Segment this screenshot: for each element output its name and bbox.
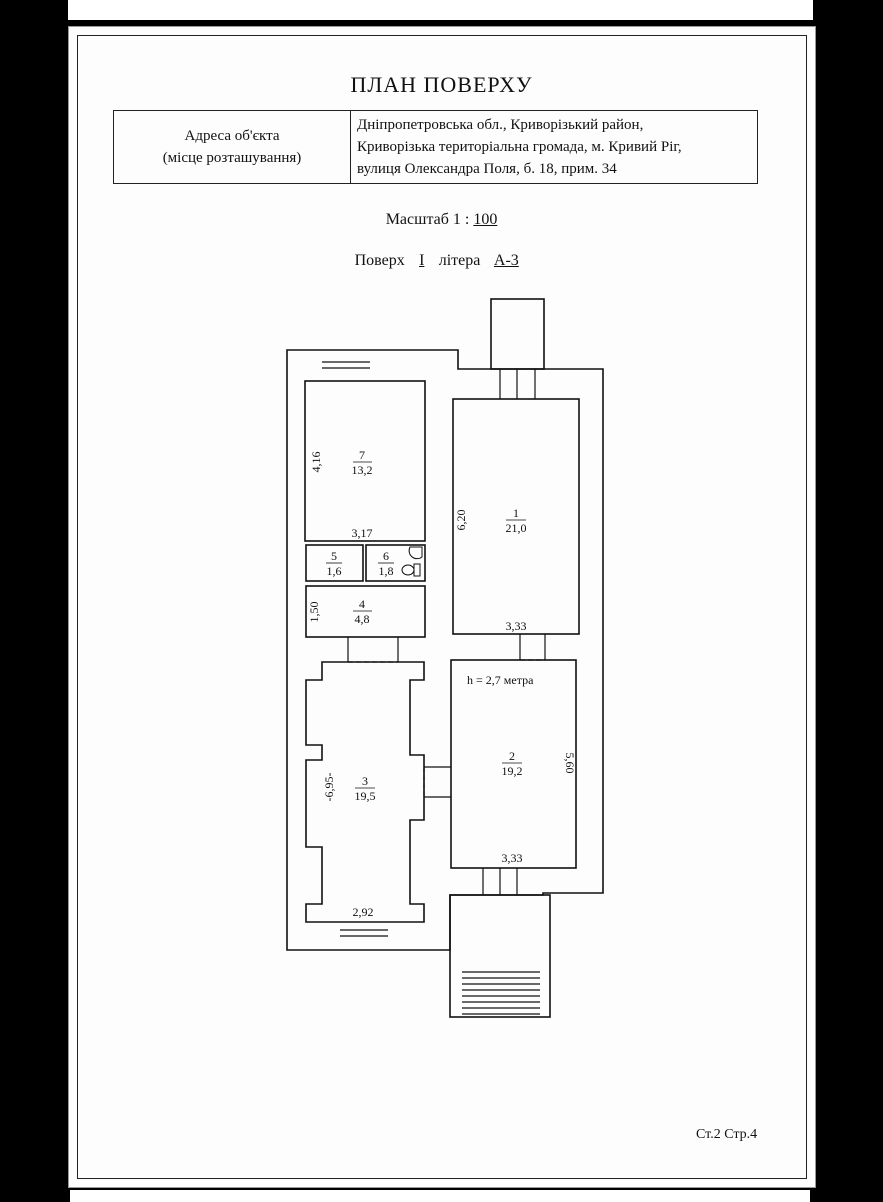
room-3-number: 3 bbox=[362, 774, 368, 788]
room-1-height-dim: 6,20 bbox=[454, 510, 468, 531]
address-label-cell: Адреса об'єкта (місце розташування) bbox=[114, 111, 351, 183]
document-sheet bbox=[68, 26, 816, 1188]
plan-title: ПЛАН ПОВЕРХУ bbox=[350, 72, 533, 97]
room-3-outline bbox=[305, 661, 425, 923]
room-1-outline bbox=[452, 398, 580, 635]
room-3-area: 19,5 bbox=[355, 789, 376, 803]
room-2-outline bbox=[450, 659, 577, 869]
room-4-height-dim: 1,50 bbox=[307, 602, 321, 623]
room-1-area: 21,0 bbox=[506, 521, 527, 535]
address-line-2: Криворізька територіальна громада, м. Кр… bbox=[357, 139, 682, 155]
scale-value: 100 bbox=[473, 211, 498, 228]
floor-line: Поверх I літера А-3 bbox=[0, 252, 883, 270]
room-7-area: 13,2 bbox=[352, 463, 373, 477]
room-6-number: 6 bbox=[383, 549, 389, 563]
room-2-height-dim: 5,60 bbox=[563, 753, 577, 774]
next-page-edge bbox=[70, 1190, 810, 1202]
address-line-3: вулиця Олександра Поля, б. 18, прим. 34 bbox=[357, 161, 617, 177]
room-4-outline bbox=[305, 585, 426, 638]
liter-value: А-3 bbox=[493, 252, 519, 269]
room-2-area: 19,2 bbox=[502, 764, 523, 778]
scale-label: Масштаб 1 : bbox=[385, 211, 470, 228]
liter-label: літера bbox=[438, 252, 481, 269]
address-line-1: Дніпропетровська обл., Криворізький райо… bbox=[357, 117, 644, 133]
room-7-height-dim: 4,16 bbox=[309, 452, 323, 473]
room-7-outline bbox=[304, 380, 426, 542]
address-value-cell: Дніпропетровська обл., Криворізький райо… bbox=[351, 111, 688, 183]
room-3-width-dim: 2,92 bbox=[353, 905, 374, 919]
room-1-width-dim: 3,33 bbox=[506, 619, 527, 633]
address-table: Адреса об'єкта (місце розташування) Дніп… bbox=[113, 110, 758, 184]
room-2-width-dim: 3,33 bbox=[502, 851, 523, 865]
room-2-number: 2 bbox=[509, 749, 515, 763]
room-5-area: 1,6 bbox=[327, 564, 342, 578]
room-4-number: 4 bbox=[359, 597, 365, 611]
address-label-note: (місце розташування) bbox=[162, 150, 302, 166]
room-5-number: 5 bbox=[331, 549, 337, 563]
room-5-outline bbox=[305, 544, 364, 582]
room-1-number: 1 bbox=[513, 506, 519, 520]
room-6-outline bbox=[365, 544, 426, 582]
room-4-area: 4,8 bbox=[355, 612, 370, 626]
room-7-width-dim: 3,17 bbox=[352, 526, 373, 540]
ceiling-height-note: h = 2,7 метра bbox=[467, 673, 534, 687]
floor-number: I bbox=[419, 252, 425, 269]
sink-icon bbox=[408, 546, 423, 560]
page-number: Ст.2 Стр.4 bbox=[696, 1127, 758, 1142]
floor-label: Поверх bbox=[354, 252, 405, 269]
outer-wall bbox=[286, 349, 604, 951]
room-7-number: 7 bbox=[359, 448, 365, 462]
page-frame bbox=[77, 35, 807, 1179]
toilet-icon bbox=[401, 563, 421, 577]
scale-line: Масштаб 1 : 100 bbox=[0, 211, 883, 229]
address-label: Адреса об'єкта bbox=[184, 128, 280, 144]
room-3-height-dim: -6,95- bbox=[322, 773, 336, 802]
previous-page-edge bbox=[68, 0, 813, 20]
room-6-area: 1,8 bbox=[379, 564, 394, 578]
